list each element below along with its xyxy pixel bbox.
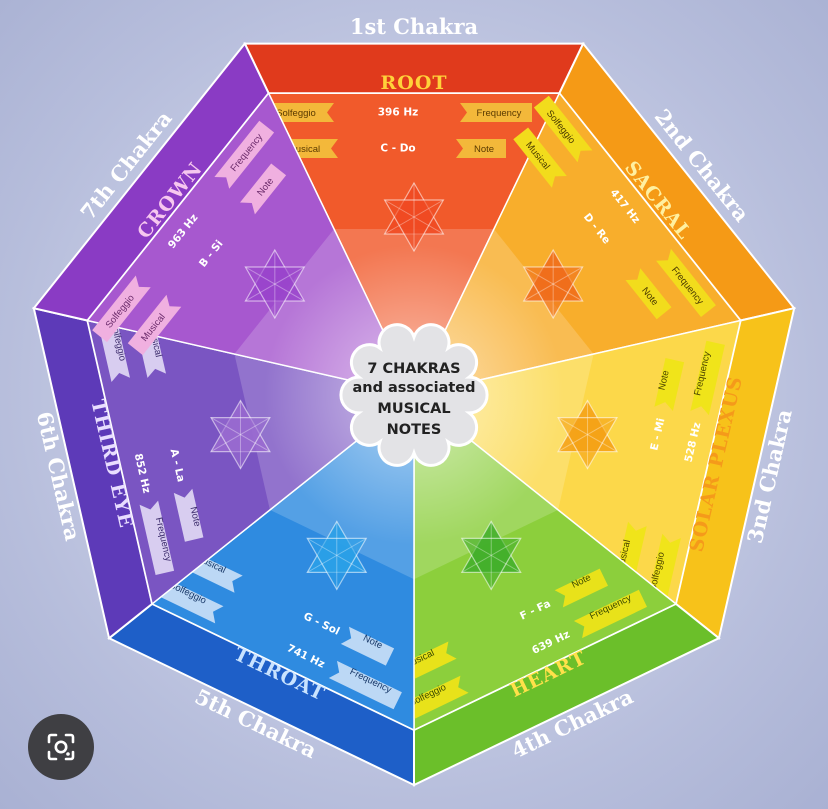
center-cloud-shape	[339, 323, 489, 467]
tag-solfeggio-1: Solfeggio	[276, 108, 316, 119]
merkaba-star-icon-4	[460, 520, 522, 591]
tag-frequency-5-shape	[328, 660, 402, 710]
tag-note-7-shape	[240, 163, 287, 215]
tag-frequency-2-shape	[656, 248, 716, 317]
chakra-name-1: ROOT	[380, 72, 447, 94]
tag-solfeggio-1-shape	[264, 103, 334, 122]
merkaba-star-icon-6	[209, 399, 271, 470]
center-line-3: MUSICAL	[377, 401, 450, 417]
center-badge: 7 CHAKRAS and associated MUSICAL NOTES	[339, 323, 489, 467]
tag-note-3-shape	[654, 358, 685, 411]
tag-solfeggio-4-shape	[397, 675, 469, 724]
tag-frequency-1: Frequency	[477, 108, 522, 119]
tag-note-1: Note	[474, 144, 494, 155]
tag-note-5-shape	[340, 626, 395, 666]
frequency-value-1: 396 Hz	[378, 107, 418, 119]
merkaba-star-icon-5	[306, 520, 368, 591]
lens-search-icon	[47, 733, 75, 761]
merkaba-star-icon-3	[557, 399, 619, 470]
merkaba-star-icon-7	[244, 248, 306, 320]
tag-note-4-shape	[554, 568, 608, 608]
note-value-1: C - Do	[380, 143, 415, 155]
tag-note-6-shape	[173, 488, 204, 542]
ring-label-1: 1st Chakra	[350, 14, 479, 39]
center-line-1: 7 CHAKRAS	[367, 361, 460, 377]
tag-note-3: Note	[657, 369, 672, 391]
tag-frequency-6-shape	[139, 500, 175, 575]
tag-musical-1: Musical	[288, 144, 320, 155]
center-line-2: and associated	[352, 380, 475, 396]
tag-solfeggio-2-shape	[533, 95, 593, 163]
tag-solfeggio-7-shape	[92, 275, 151, 343]
tag-note-1-shape	[456, 139, 506, 158]
tag-frequency-7-shape	[214, 120, 275, 189]
lens-search-button[interactable]	[28, 714, 94, 780]
tag-musical-7-shape	[127, 294, 182, 356]
tag-frequency-4-shape	[573, 589, 647, 639]
tag-note-6: Note	[187, 506, 202, 528]
tag-frequency-3-shape	[690, 340, 725, 416]
merkaba-star-icon-2	[522, 248, 584, 320]
tag-musical-2-shape	[513, 127, 567, 188]
tag-note-2-shape	[625, 268, 672, 320]
merkaba-star-icon-1	[383, 181, 445, 253]
tag-frequency-1-shape	[460, 103, 532, 122]
center-line-4: NOTES	[387, 422, 442, 438]
